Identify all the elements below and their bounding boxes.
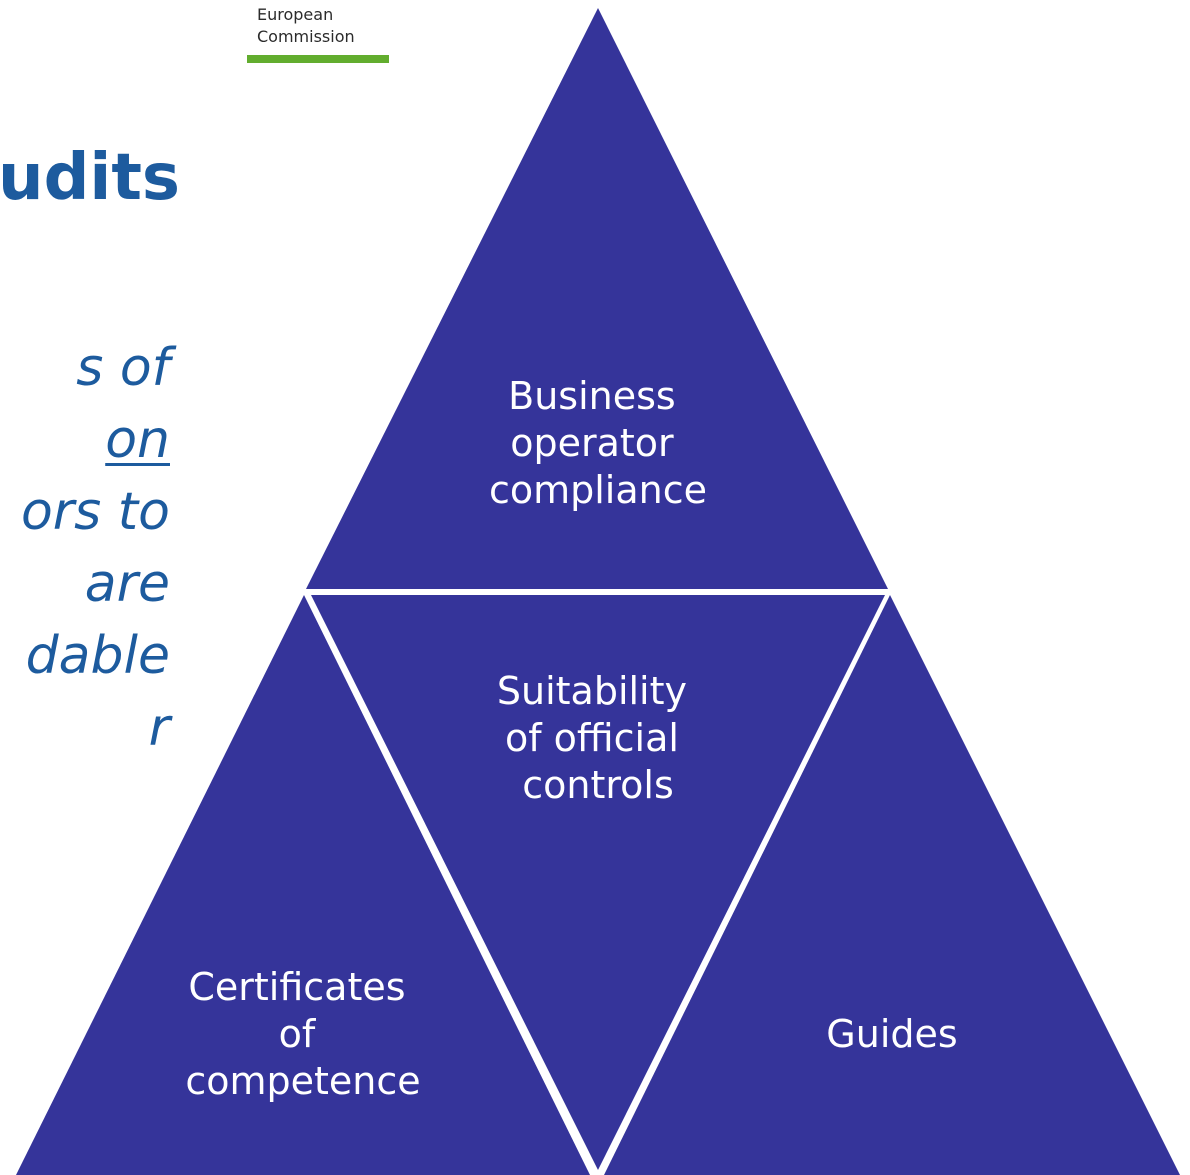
slide-title-fragment: udits [0, 141, 180, 215]
bottom-right-triangle [604, 595, 1180, 1175]
middle-inverted-triangle [311, 595, 885, 1170]
body-line-6: r [148, 698, 170, 758]
logo-line-2: Commission [257, 27, 355, 46]
body-line-2: on [105, 410, 170, 470]
middle-label: Suitability of official controls [497, 669, 699, 807]
bottom-left-label: Certificates of competence [185, 965, 420, 1103]
bottom-left-triangle [16, 595, 590, 1175]
body-line-3: ors to [20, 482, 170, 542]
body-line-4: are [84, 554, 170, 614]
top-triangle [306, 8, 888, 589]
logo: European Commission [257, 4, 355, 48]
body-line-1: s of [76, 338, 170, 398]
bottom-right-label: Guides [826, 1012, 957, 1056]
top-label: Business operator compliance [489, 374, 707, 512]
body-line-5: dable [25, 626, 170, 686]
body-text-fragments: s of on ors to are dable r [0, 332, 170, 764]
logo-accent-bar [247, 55, 389, 63]
logo-line-1: European [257, 5, 334, 24]
